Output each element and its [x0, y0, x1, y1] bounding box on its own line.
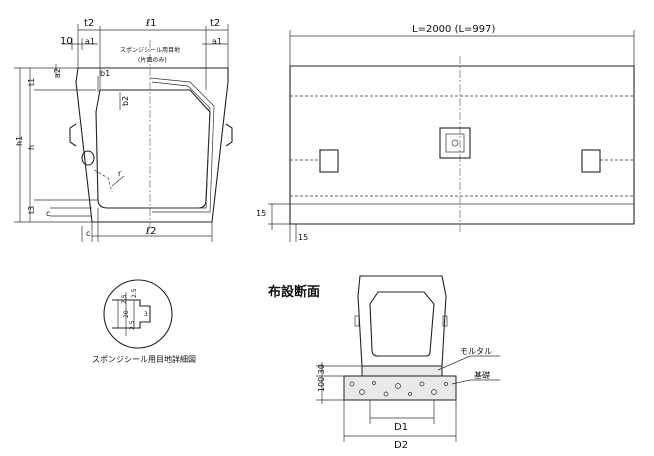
b-dims	[97, 76, 121, 110]
label-d2: D2	[394, 440, 408, 451]
section-title: 布設断面	[268, 284, 320, 300]
label-c-bottom: c	[86, 229, 90, 238]
detail-dim-lines	[117, 292, 135, 336]
label-heights: 100 30	[317, 364, 326, 392]
small-left-dims	[50, 64, 92, 217]
label-25: 2.5	[121, 294, 128, 304]
label-a1-left: a1	[85, 37, 95, 46]
label-b1: b1	[100, 69, 110, 78]
width-dims	[343, 400, 457, 442]
label-c-vertical: c	[46, 209, 50, 218]
front-view: t2 ℓ1 t2 10 a1 a1 スポンジシール用目地 (片面のみ) a2 b…	[14, 18, 233, 242]
section-lug-right	[442, 315, 448, 327]
label-20: 20	[123, 310, 130, 318]
chamfer-dims	[268, 203, 297, 242]
note-one-side: (片面のみ)	[138, 56, 167, 64]
label-15-left: 15	[256, 209, 266, 218]
foundation-aggregate	[349, 381, 448, 397]
mortar-layer	[361, 365, 443, 377]
label-t1: t1	[27, 78, 36, 86]
label-l2: ℓ2	[146, 226, 157, 237]
front-outer-outline	[75, 67, 229, 223]
label-l1: ℓ1	[146, 18, 157, 29]
note-seal-joint: スポンジシール用目地	[120, 46, 180, 54]
detail-caption: スポンジシール用目地詳細図	[92, 354, 196, 364]
seal-groove-inner	[151, 81, 211, 209]
left-dims	[14, 67, 98, 223]
side-lug-left	[319, 149, 339, 173]
detail-circle	[103, 279, 173, 349]
label-3: 3	[144, 311, 148, 318]
side-outline	[289, 65, 635, 225]
label-t2-right: t2	[210, 18, 220, 29]
label-a2: a2	[53, 68, 62, 78]
section-flume-inner	[369, 291, 435, 357]
label-a1-right: a1	[212, 37, 222, 46]
label-foundation: 基礎	[474, 370, 490, 380]
a1-dims	[62, 38, 228, 50]
label-h1: h1	[15, 136, 24, 146]
side-lug-right	[581, 149, 601, 173]
lifting-hole	[439, 127, 471, 159]
height-dims	[316, 362, 362, 404]
left-lug	[69, 123, 77, 147]
mortar-leader	[437, 355, 500, 371]
side-view: L=2000 (L=997) 15 15	[256, 24, 635, 242]
label-length: L=2000 (L=997)	[412, 24, 496, 35]
seal-detail: 2.5 20 2.5 2.5 3 スポンジシール用目地詳細図	[92, 279, 196, 364]
label-10: 10	[60, 36, 73, 47]
drain-hole	[81, 150, 95, 166]
label-t3: t3	[27, 206, 36, 214]
label-t2-left: t2	[84, 18, 94, 29]
label-mortar: モルタル	[460, 347, 492, 356]
length-dim	[289, 30, 635, 66]
lifting-hole-inner	[445, 133, 465, 153]
label-r: r	[118, 169, 122, 178]
side-hidden-lines	[290, 95, 634, 197]
label-d1: D1	[394, 422, 408, 433]
seal-groove-outer	[149, 77, 215, 213]
front-inner-cavity	[95, 89, 211, 209]
detail-groove	[112, 299, 151, 329]
label-2-5-top: 2.5	[131, 288, 138, 298]
label-2-5-bottom: 2.5	[129, 320, 136, 330]
laying-section: 布設断面 モルタル 基礎 100 30 D1 D2	[268, 275, 500, 451]
label-15-bottom: 15	[298, 233, 308, 242]
right-lug	[225, 123, 233, 147]
drain-hidden-line	[93, 169, 113, 193]
label-b2: b2	[121, 96, 130, 106]
label-h: h	[27, 145, 36, 150]
section-lug-left	[354, 315, 360, 327]
foundation-leader	[451, 379, 500, 385]
top-dims	[77, 24, 229, 90]
radius-leader	[111, 175, 125, 187]
lifting-hole-center	[451, 139, 459, 147]
bottom-dims	[81, 208, 213, 242]
